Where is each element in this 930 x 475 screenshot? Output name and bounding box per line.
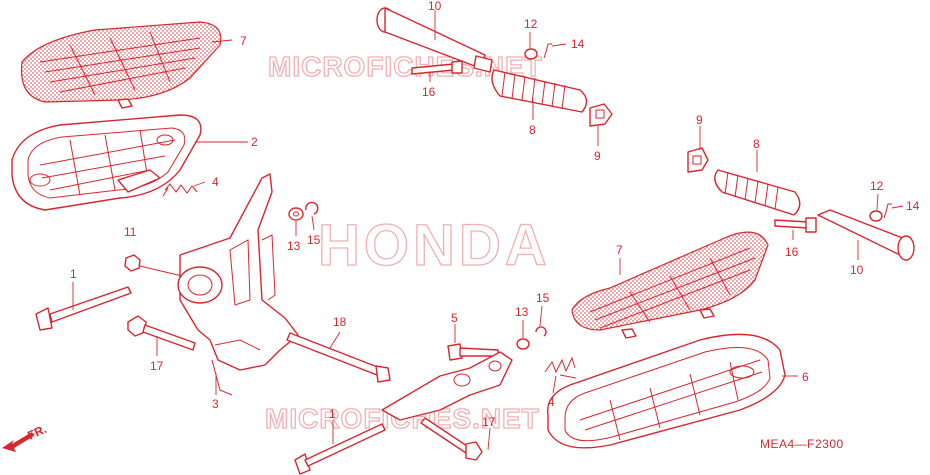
spring-right (544, 356, 577, 379)
hex-bolt-left (127, 315, 196, 351)
callout-5: 5 (451, 311, 458, 325)
callout-14-right: 14 (906, 199, 920, 213)
floorboard-frame-left (11, 114, 202, 211)
diagram-code: MEA4—F2300 (760, 437, 844, 451)
washer-top (524, 48, 538, 60)
lower-bracket (381, 351, 513, 421)
callout-10-right: 10 (850, 263, 864, 277)
callout-2: 2 (251, 135, 258, 149)
callout-8-right: 8 (753, 137, 760, 151)
callout-10-top: 10 (428, 0, 442, 13)
callout-4-right: 4 (548, 395, 555, 409)
callout-7-left: 7 (240, 34, 247, 48)
hex-bolt-bottom (420, 417, 483, 461)
footpeg-bracket (177, 173, 299, 396)
footpeg-rubber-right (714, 169, 801, 216)
callout-11: 11 (124, 225, 137, 239)
rubber-washer-right (687, 147, 709, 173)
flange-nut (124, 254, 183, 277)
callout-15-mid: 15 (536, 291, 550, 305)
cotter-pin-right (883, 203, 892, 219)
floorboard-frame-right (546, 333, 786, 449)
callout-17-left: 17 (150, 359, 164, 373)
callout-1-left: 1 (70, 267, 77, 281)
washer-right (869, 210, 883, 222)
footpeg-rubber-top (491, 69, 588, 113)
callout-9-right: 9 (696, 113, 703, 127)
callout-4-left: 4 (212, 175, 219, 189)
callout-9-top: 9 (594, 149, 601, 163)
callout-17-bottom: 17 (482, 415, 496, 429)
callout-12-right: 12 (870, 179, 884, 193)
callout-3: 3 (212, 397, 219, 411)
callouts: 7 2 4 11 1 17 3 18 13 15 10 12 14 16 8 9… (70, 0, 920, 429)
callout-16-top: 16 (422, 85, 436, 99)
washer-left (288, 207, 304, 221)
callout-18: 18 (333, 315, 347, 329)
spring-left (162, 183, 198, 197)
callout-14-top: 14 (571, 37, 585, 51)
front-arrow-label: FR. (25, 422, 48, 443)
callout-12-top: 12 (524, 17, 538, 31)
washer-mid (516, 338, 530, 350)
callout-13-mid: 13 (515, 305, 529, 319)
front-arrow-icon: FR. (2, 422, 49, 452)
long-bolt (286, 332, 391, 383)
callout-13-left: 13 (287, 239, 301, 253)
callout-15-left: 15 (307, 233, 321, 247)
rubber-washer-top (589, 103, 613, 127)
callout-7-right: 7 (616, 243, 623, 257)
leader-lines (72, 10, 904, 451)
callout-8-top: 8 (529, 123, 536, 137)
pin-bolt-right (774, 217, 817, 233)
callout-1-bottom: 1 (329, 407, 336, 421)
footpeg-pin-right (817, 209, 915, 261)
floorboard-mat-left (20, 21, 222, 109)
pivot-bolt (447, 343, 499, 361)
cotter-pin-top (543, 43, 552, 59)
clip-left (305, 201, 319, 215)
bolt-bottom (294, 423, 386, 475)
bolt-left (35, 286, 132, 331)
floorboard-mat-right (571, 231, 769, 339)
honda-watermark: HONDA (318, 213, 551, 278)
callout-16-right: 16 (785, 245, 799, 259)
pin-bolt-top (411, 60, 463, 75)
clip-mid (535, 326, 547, 337)
callout-6: 6 (802, 370, 809, 384)
